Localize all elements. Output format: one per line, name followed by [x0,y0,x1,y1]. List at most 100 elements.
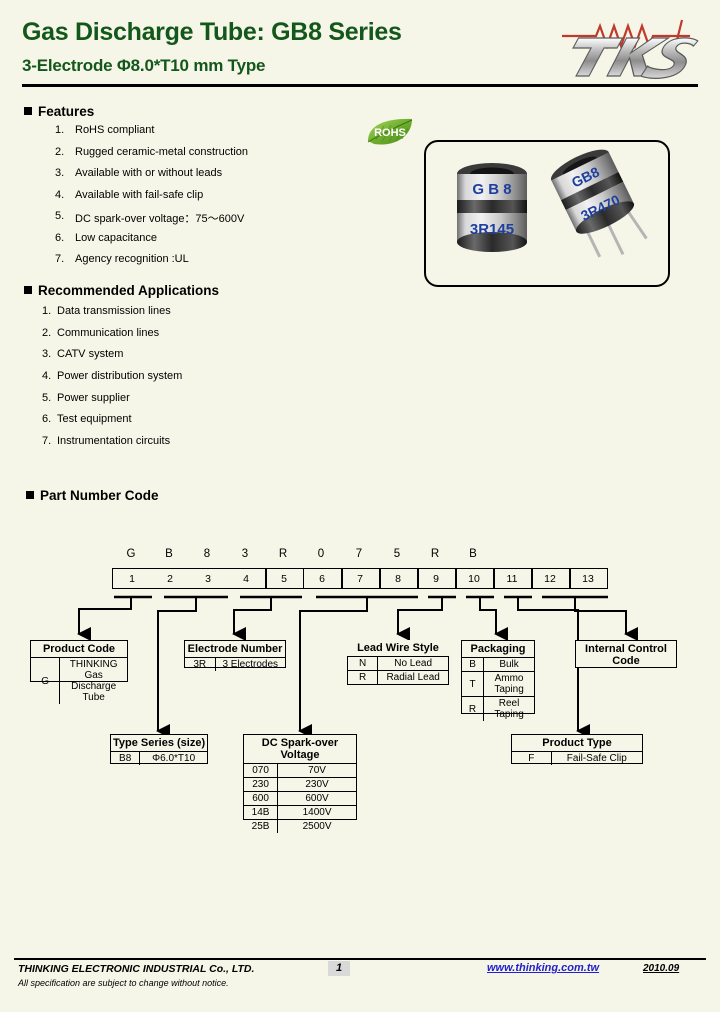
code-key: F [512,751,552,765]
dc-spark-over-voltage-table: 070 70V 230 230V 600 600V 14B 1400V 25B … [244,763,356,833]
list-item: 5. Power supplier [42,392,182,414]
table-row: T Ammo Taping [462,671,534,697]
svg-text:3R145: 3R145 [470,221,514,238]
code-cell: 4 [243,572,249,585]
list-item-label: Communication lines [57,326,160,339]
type-series-title: Type Series (size) [113,737,206,749]
product-type-title: Product Type [542,737,612,749]
applications-heading-label: Recommended Applications [38,283,220,298]
code-key: 14B [244,805,279,820]
table-row: N No Lead [346,656,449,671]
list-item-number: 7. [55,253,65,265]
lead-wire-style-table: N No Lead R Radial Lead [346,656,449,685]
code-value: Bulk [483,657,534,672]
footer-note: All specification are subject to change … [18,978,229,988]
code-key: 230 [244,777,279,792]
code-letter: 8 [203,548,211,560]
tube-b: GB8 3R470 [550,149,648,258]
list-item: 5. DC spark-over voltage：75～600V [55,210,248,232]
tube-a: G B 8 3R145 [457,163,527,252]
applications-heading: Recommended Applications [24,283,219,298]
list-item-number: 5. [55,210,65,222]
type-series-box: Type Series (size) B8 Φ6.0*T10 [110,734,208,765]
cell-divider [455,569,457,588]
list-item-number: 7. [42,435,52,448]
list-item-number: 5. [42,391,52,404]
code-cell: 11 [506,572,518,585]
list-item-label: Rugged ceramic-metal construction [75,145,249,158]
list-item: 3. Available with or without leads [55,167,248,189]
list-item-number: 6. [55,231,65,244]
page-number: 1 [328,961,350,976]
code-key: B8 [111,751,141,765]
part-number-code-heading: Part Number Code [26,488,159,503]
list-item-number: 4. [42,370,52,383]
part-number-code-heading-label: Part Number Code [40,488,159,503]
list-item-label: Instrumentation circuits [57,435,171,448]
table-row: 600 600V [244,791,356,806]
list-item-number: 6. [42,413,52,426]
header-divider [22,84,698,87]
code-cell: 7 [357,572,363,585]
code-letter: 7 [355,548,363,560]
code-letter: 3 [241,548,249,560]
code-value: Φ6.0*T10 [139,751,207,765]
footer-date: 2010.09 [643,963,680,974]
page-title: Gas Discharge Tube: GB8 Series [22,18,402,46]
list-item-label: Power supplier [57,391,130,404]
packaging-box: Packaging B Bulk T Ammo Taping R Reel Ta… [461,640,535,721]
features-heading: Features [24,104,94,119]
list-item-label: Power distribution system [57,370,183,383]
list-item: 2. Communication lines [42,327,182,349]
rohs-badge: ROHS [364,117,416,147]
applications-list: 1. Data transmission lines 2. Communicat… [42,305,182,457]
code-value: 2500V [277,819,356,833]
page-subtitle: 3-Electrode Φ8.0*T10 mm Type [22,56,266,75]
table-row: 070 70V [244,763,356,778]
square-bullet-icon [26,491,34,499]
list-item: 1. Data transmission lines [42,305,182,327]
code-cell: 3 [205,572,211,585]
code-letter: 0 [317,548,325,560]
code-value: No Lead [377,656,449,671]
packaging-table: B Bulk T Ammo Taping R Reel Taping [462,657,534,721]
code-value: 230V [277,777,356,792]
table-row: R Reel Taping [462,696,534,721]
page-header: Gas Discharge Tube: GB8 Series 3-Electro… [0,0,720,92]
features-heading-label: Features [38,104,95,119]
code-letter: 5 [393,548,401,560]
list-item: 7. Instrumentation circuits [42,435,182,457]
table-row: 25B 2500V [244,819,356,833]
code-key: N [346,656,379,671]
list-item: 6. Low capacitance [55,232,248,254]
website-link[interactable]: www.thinking.com.tw [487,962,600,974]
code-key: B [462,657,485,672]
list-item-label: RoHS compliant [75,124,155,136]
code-key: R [462,696,485,721]
dc-spark-over-voltage-box: DC Spark-over Voltage 070 70V 230 230V 6… [243,734,357,833]
list-item-label: CATV system [57,348,124,361]
code-value: Fail-Safe Clip [550,751,642,765]
part-code-cells: 1 2 3 4 5 6 7 8 9 10 11 12 13 [112,568,608,589]
table-row: G THINKING Gas Discharge Tube [31,657,127,704]
list-item-number: 1. [55,124,65,136]
list-item-number: 4. [55,188,65,201]
cell-divider [531,569,533,588]
cell-divider [569,569,571,588]
code-value: Ammo Taping [483,671,534,697]
square-bullet-icon [24,107,32,115]
list-item: 4. Available with fail-safe clip [55,189,248,211]
list-item-number: 1. [42,305,52,317]
internal-control-code-title: Internal Control Code [585,643,667,667]
list-item-number: 2. [55,145,65,158]
product-photo-panel: G B 8 3R145 GB8 3R470 [424,140,670,287]
code-cell: 6 [319,572,325,585]
rohs-label: ROHS [374,127,406,139]
code-letter: G [126,548,136,560]
product-type-table: F Fail-Safe Clip [512,751,642,765]
table-row: B Bulk [462,657,534,672]
list-item-label: Available with or without leads [75,167,223,179]
product-code-box: Product Code G THINKING Gas Discharge Tu… [30,640,128,704]
list-item-label: DC spark-over voltage：75～600V [75,213,245,225]
code-cell: 10 [468,572,480,585]
